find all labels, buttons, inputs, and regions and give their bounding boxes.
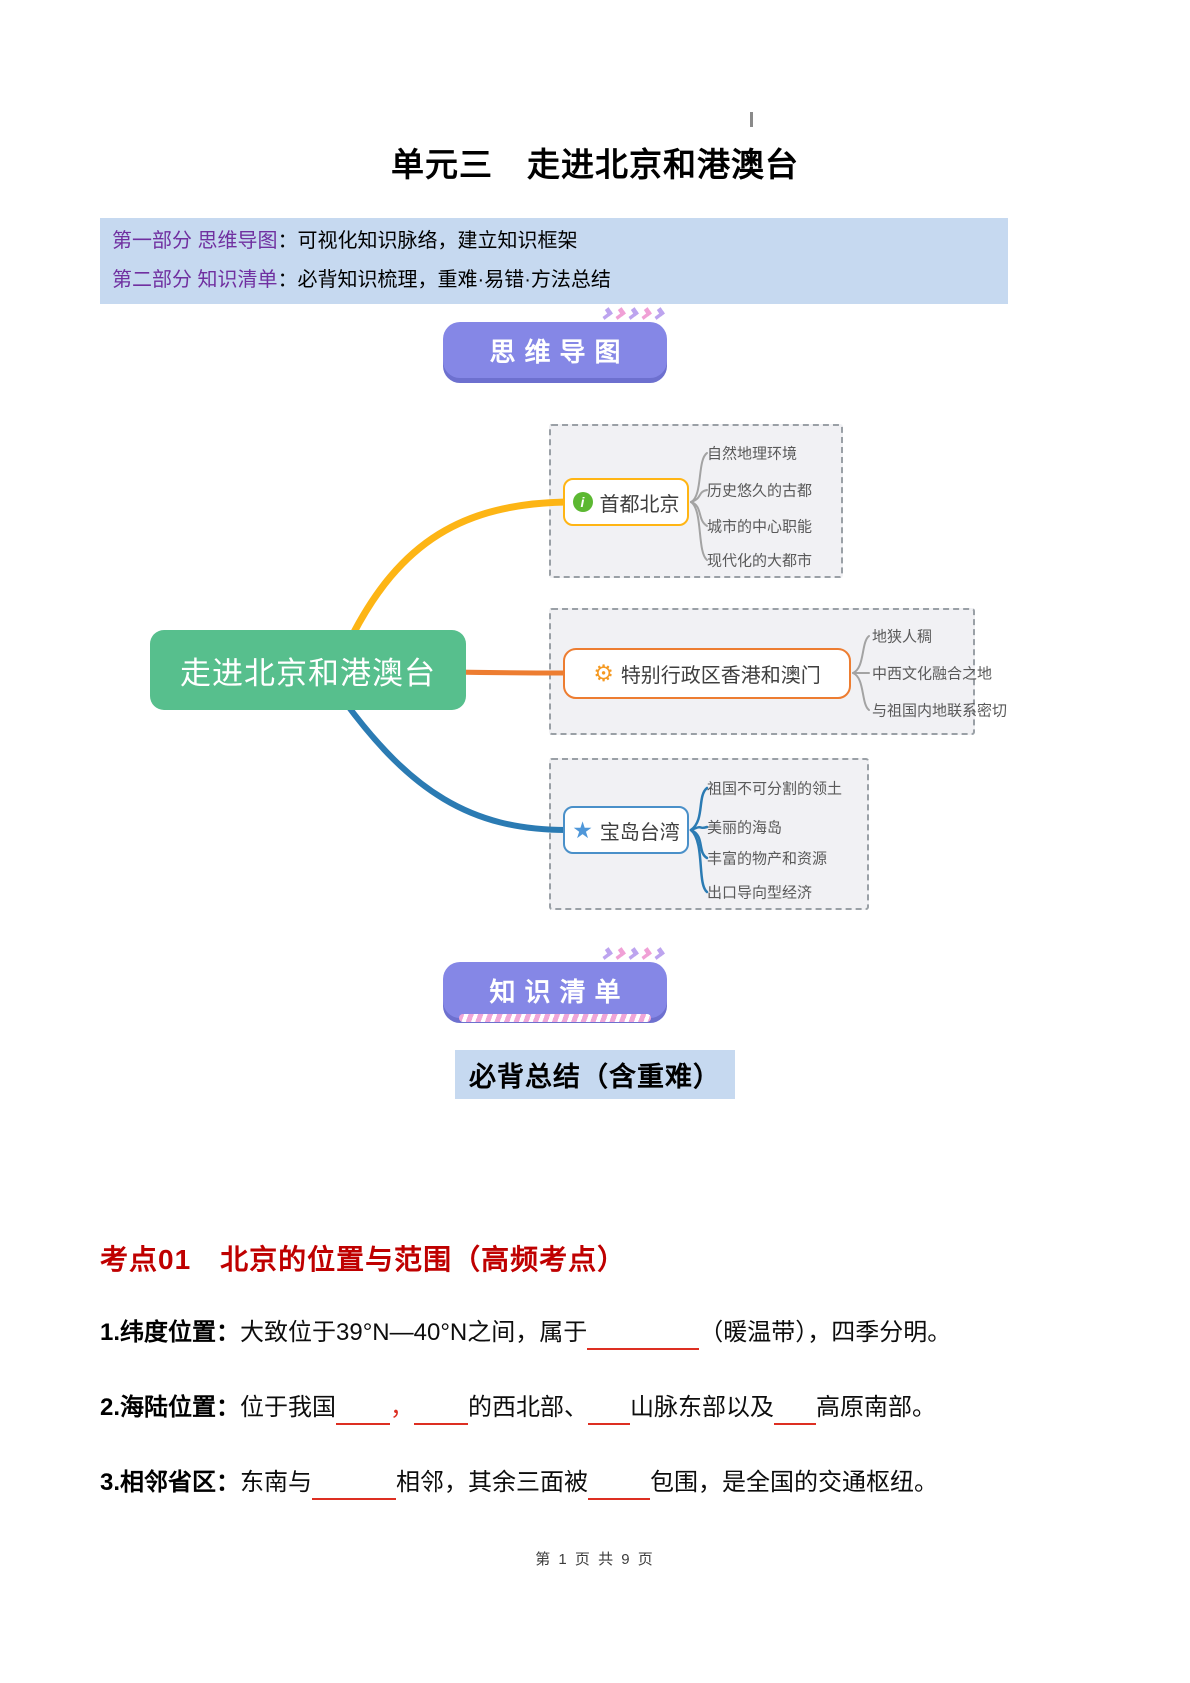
leaf-taiwan-1: 祖国不可分割的领土: [707, 780, 843, 798]
leaf-beijing-1: 自然地理环境: [707, 445, 798, 463]
fill-blank: [587, 1326, 700, 1350]
line-text: 大致位于39°N—40°N之间，属于: [240, 1319, 588, 1346]
line-text: 包围，是全国的交通枢纽。: [650, 1469, 939, 1496]
star-icon: ★: [572, 816, 593, 843]
node-taiwan-label: 宝岛台湾: [599, 821, 680, 844]
mindmap-badge: 思维导图: [443, 307, 667, 378]
branch-curve-blue: [342, 699, 569, 833]
leaf-taiwan-3: 丰富的物产和资源: [707, 850, 828, 868]
page-title: 单元三 走进北京和港澳台: [391, 146, 799, 183]
toc-line-2: 第二部分 知识清单：必背知识梳理，重难·易错·方法总结: [112, 261, 996, 300]
fill-line-3-lead: 3.相邻省区：: [100, 1469, 241, 1496]
leaf-hkmacau-2: 中西文化融合之地: [872, 665, 993, 683]
fill-line-1: 1.纬度位置：大致位于39°N—40°N之间，属于 （暖温带），四季分明。: [100, 1316, 1015, 1350]
leaf-connectors-taiwan: [689, 786, 709, 894]
leaf-connectors-hkmacau: [852, 635, 870, 711]
mindmap: 走进北京和港澳台 i 首都北京 ⚙ 特别行政区香港和澳门 ★ 宝岛台湾 自然地理…: [0, 400, 1190, 990]
checklist-subtitle: 必背总结（含重难）: [455, 1050, 735, 1099]
checklist-badge-label: 知识清单: [489, 976, 630, 1007]
fill-blank: [414, 1401, 469, 1425]
mindmap-root-node: 走进北京和港澳台: [150, 630, 466, 710]
fill-line-3-body: 东南与 相邻，其余三面被 包围，是全国的交通枢纽。: [240, 1469, 939, 1500]
badge-stripe-decoration: [458, 1014, 652, 1022]
toc-line-1: 第一部分 思维导图：可视化知识脉络，建立知识框架: [112, 222, 996, 261]
fill-blank: [336, 1401, 391, 1425]
leaf-beijing-4: 现代化的大都市: [707, 552, 813, 570]
line-text: 高原南部。: [816, 1394, 937, 1421]
fill-blank: [588, 1476, 651, 1500]
line-text: 的西北部、: [468, 1394, 589, 1421]
node-hkmacau: ⚙ 特别行政区香港和澳门: [563, 648, 851, 699]
fill-blank: [312, 1476, 397, 1500]
leaf-taiwan-4: 出口导向型经济: [707, 884, 813, 902]
leaf-beijing-2: 历史悠久的古都: [707, 482, 813, 500]
fill-line-1-lead: 1.纬度位置：: [100, 1319, 241, 1346]
subtitle-wrap: 必背总结（含重难）: [0, 1050, 1190, 1099]
caret-mark: [750, 112, 753, 127]
mindmap-badge-label: 思维导图: [489, 336, 630, 367]
fill-line-2: 2.海陆位置：位于我国 ， 的西北部、 山脉东部以及 高原南部。: [100, 1391, 1015, 1425]
branch-curve-orange: [447, 669, 569, 676]
leaf-beijing-3: 城市的中心职能: [707, 518, 813, 536]
fill-line-3: 3.相邻省区：东南与 相邻，其余三面被 包围，是全国的交通枢纽。: [100, 1466, 1015, 1500]
toc-part-2-desc: ：必背知识梳理，重难·易错·方法总结: [277, 269, 611, 291]
chevrons-icon: [597, 307, 665, 320]
branch-curve-yellow: [346, 498, 570, 644]
node-beijing-label: 首都北京: [599, 493, 680, 516]
line-text: ，: [390, 1394, 415, 1421]
leaf-hkmacau-3: 与祖国内地联系密切: [872, 702, 1008, 720]
checklist-badge: 知识清单: [443, 947, 667, 1022]
node-hkmacau-label: 特别行政区香港和澳门: [620, 665, 821, 687]
line-text: 东南与: [240, 1469, 313, 1496]
section-heading: 考点01 北京的位置与范围（高频考点）: [100, 1244, 627, 1275]
leaf-hkmacau-1: 地狭人稠: [872, 628, 933, 646]
leaf-taiwan-2: 美丽的海岛: [707, 819, 783, 837]
fill-line-1-body: 大致位于39°N—40°N之间，属于 （暖温带），四季分明。: [240, 1319, 952, 1350]
fill-line-2-body: 位于我国 ， 的西北部、 山脉东部以及 高原南部。: [240, 1394, 937, 1425]
fill-blank: [774, 1401, 817, 1425]
mindmap-connectors: [342, 452, 870, 894]
info-icon: i: [572, 492, 593, 512]
page-footer: 第 1 页 共 9 页: [535, 1551, 655, 1568]
chevrons-icon: [597, 947, 665, 960]
line-text: 山脉东部以及: [630, 1394, 775, 1421]
line-text: （暖温带），四季分明。: [699, 1319, 952, 1346]
toc-part-1-label: 第一部分 思维导图: [112, 230, 278, 252]
line-text: 位于我国: [240, 1394, 337, 1421]
toc-part-1-desc: ：可视化知识脉络，建立知识框架: [277, 230, 578, 252]
node-taiwan: ★ 宝岛台湾: [563, 806, 689, 854]
fill-blank: [588, 1401, 631, 1425]
fill-line-2-lead: 2.海陆位置：: [100, 1394, 241, 1421]
leaf-connectors-beijing: [690, 452, 708, 561]
node-beijing: i 首都北京: [563, 478, 689, 526]
toc-part-2-label: 第二部分 知识清单: [112, 269, 278, 291]
toc-box: 第一部分 思维导图：可视化知识脉络，建立知识框架 第二部分 知识清单：必背知识梳…: [100, 218, 1008, 304]
line-text: 相邻，其余三面被: [396, 1469, 589, 1496]
gear-icon: ⚙: [593, 660, 614, 686]
